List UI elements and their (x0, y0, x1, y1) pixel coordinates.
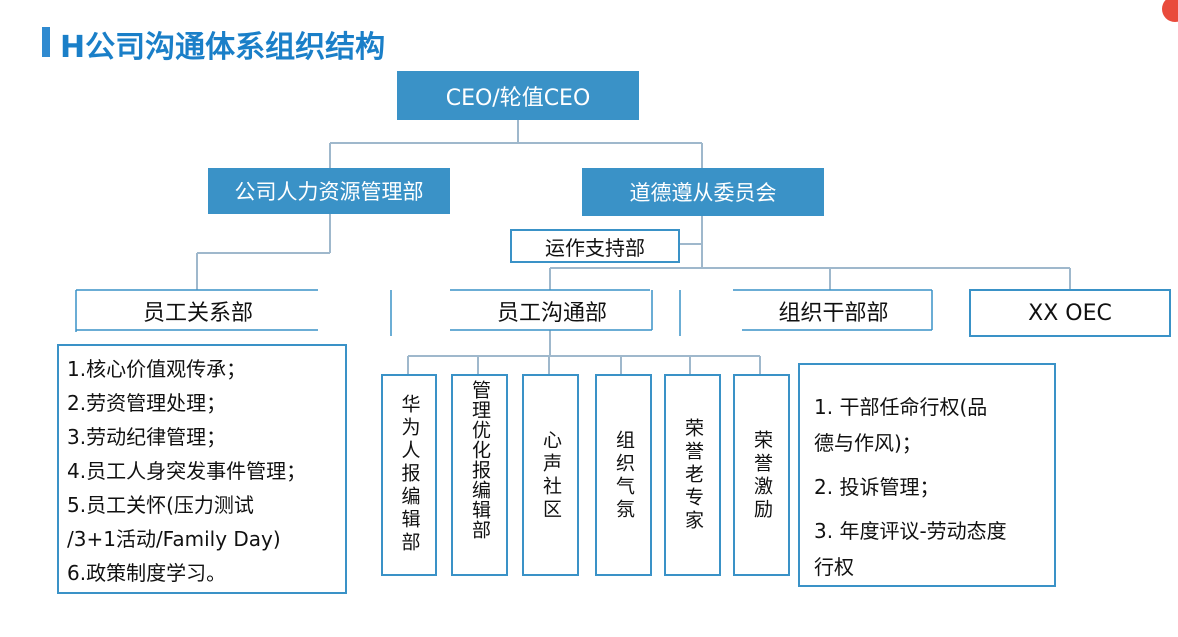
page-title: H公司沟通体系组织结构 (60, 30, 386, 65)
subunit-xinsheng-community: 心声社区 (522, 374, 579, 576)
subunit-label: 华为人报编辑部 (398, 394, 421, 555)
subunit-management-optimization-editorial: 管理优化报编辑部 (451, 374, 508, 576)
duty-item: 2.劳资管理处理； (67, 391, 227, 415)
title-accent-bar (42, 27, 50, 57)
employee-relations-duties-list: 1.核心价值观传承； 2.劳资管理处理； 3.劳动纪律管理； 4.员工人身突发事… (67, 352, 337, 590)
subunit-honor-incentives: 荣誉激励 (733, 374, 790, 576)
node-oec: XX OEC (969, 289, 1171, 337)
subunit-label: 组织气氛 (613, 430, 635, 522)
subunit-label: 荣誉老专家 (682, 418, 704, 533)
cadre-duties-list: 1. 干部任命行权(品 德与作风)； 2. 投诉管理； 3. 年度评议-劳动态度… (814, 389, 1040, 585)
subunit-label: 荣誉激励 (751, 430, 773, 522)
duty-item: 6.政策制度学习。 (67, 561, 227, 585)
node-ethics-committee: 道德遵从委员会 (582, 168, 824, 216)
bracket-employee-comm (450, 289, 653, 331)
employee-relations-duties-box: 1.核心价值观传承； 2.劳资管理处理； 3.劳动纪律管理； 4.员工人身突发事… (57, 344, 347, 594)
duty-item: 1. 干部任命行权(品 德与作风)； (814, 395, 988, 455)
duty-item: 4.员工人身突发事件管理； (67, 459, 307, 483)
subunit-organizational-climate: 组织气氛 (595, 374, 652, 576)
bracket-employee-relations (75, 289, 318, 332)
corner-badge (1162, 0, 1178, 22)
subunit-label: 心声社区 (540, 430, 562, 522)
node-operations-support: 运作支持部 (510, 229, 680, 263)
node-ceo: CEO/轮值CEO (397, 71, 639, 120)
node-employee-relations: 员工关系部 (142, 301, 253, 326)
duty-item: 1.核心价值观传承； (67, 357, 247, 381)
duty-item: 3. 年度评议-劳动态度 行权 (814, 519, 1007, 579)
subunit-huawei-people-editorial: 华为人报编辑部 (381, 374, 437, 576)
subunit-label: 管理优化报编辑部 (469, 380, 491, 540)
node-cadre-department: 组织干部部 (778, 301, 889, 326)
duty-item: 3.劳动纪律管理； (67, 425, 227, 449)
cadre-duties-box: 1. 干部任命行权(品 德与作风)； 2. 投诉管理； 3. 年度评议-劳动态度… (798, 363, 1056, 587)
subunit-honorary-senior-experts: 荣誉老专家 (664, 374, 721, 576)
bracket-cadre (733, 289, 933, 331)
duty-item: 5.员工关怀(压力测试 /3+1活动/Family Day) (67, 493, 281, 551)
node-hr-department: 公司人力资源管理部 (208, 168, 450, 214)
duty-item: 2. 投诉管理； (814, 475, 940, 499)
node-employee-communication: 员工沟通部 (496, 301, 607, 326)
